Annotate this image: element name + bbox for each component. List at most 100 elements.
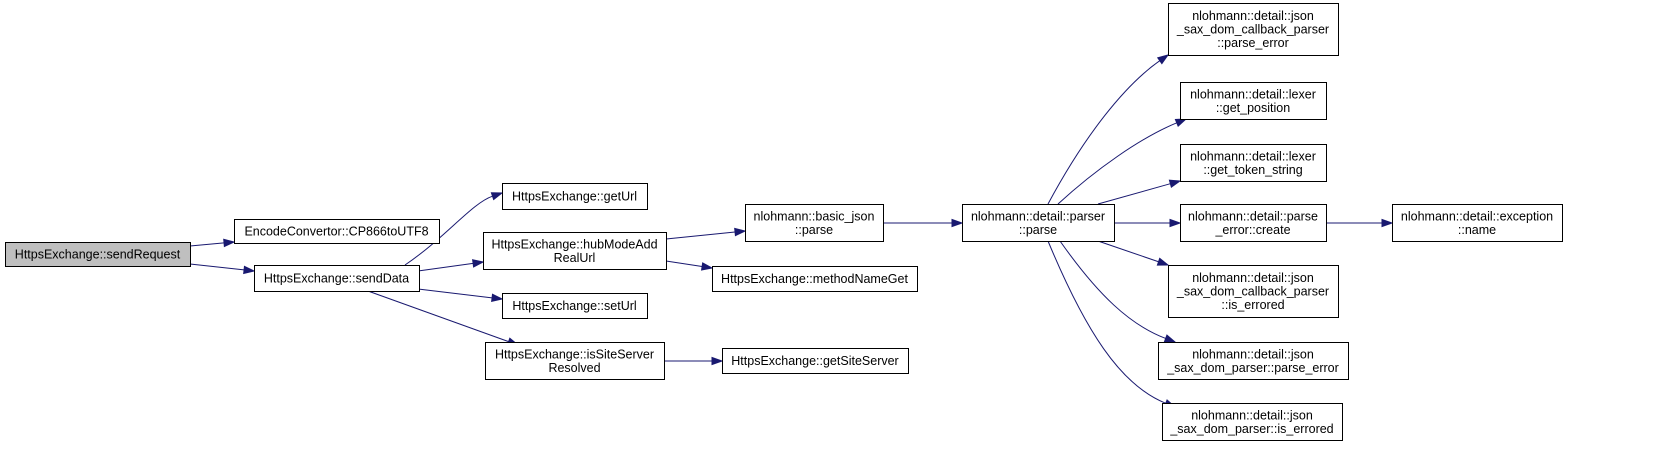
- node-getUrl[interactable]: HttpsExchange::getUrl: [502, 183, 648, 210]
- node-label-line: ::parse: [795, 223, 833, 237]
- node-label-line: nlohmann::detail::parser: [971, 209, 1105, 223]
- node-box[interactable]: [5, 242, 191, 267]
- node-sendData[interactable]: HttpsExchange::sendData: [254, 265, 420, 292]
- edge-pparse-to-domIsErr: [1047, 240, 1177, 408]
- edge-line: [367, 290, 509, 343]
- edge-line: [189, 263, 245, 271]
- edge-line: [1097, 183, 1171, 205]
- edge-arrowhead: [490, 192, 504, 201]
- node-domParseErr[interactable]: nlohmann::detail::json_sax_dom_parser::p…: [1158, 342, 1349, 380]
- node-label-line: HttpsExchange::getUrl: [512, 190, 637, 204]
- edge-layer: [189, 54, 1394, 408]
- node-label-line: nlohmann::basic_json: [754, 209, 875, 223]
- edge-arrowhead: [951, 218, 964, 228]
- node-pparse[interactable]: nlohmann::detail::parser::parse: [962, 204, 1115, 242]
- edge-arrowhead: [223, 238, 236, 248]
- node-label-line: nlohmann::detail::exception: [1401, 209, 1553, 223]
- node-label-line: ::is_errored: [1221, 298, 1284, 312]
- node-getPos[interactable]: nlohmann::detail::lexer::get_position: [1180, 82, 1327, 120]
- node-label-line: _sax_dom_parser::is_errored: [1169, 422, 1333, 436]
- node-label-line: ::name: [1458, 223, 1496, 237]
- node-box[interactable]: [962, 204, 1115, 242]
- node-label-line: nlohmann::detail::lexer: [1190, 87, 1316, 101]
- node-label-line: HttpsExchange::sendRequest: [15, 248, 181, 262]
- edge-line: [1057, 122, 1177, 205]
- edge-line: [665, 231, 736, 240]
- node-label-line: HttpsExchange::getSiteServer: [731, 354, 898, 368]
- node-box[interactable]: [483, 232, 667, 270]
- node-box[interactable]: [485, 342, 665, 380]
- node-getTok[interactable]: nlohmann::detail::lexer::get_token_strin…: [1180, 144, 1327, 182]
- edge-arrowhead: [472, 259, 485, 268]
- node-box[interactable]: [745, 204, 884, 242]
- node-box[interactable]: [1180, 144, 1327, 182]
- node-box[interactable]: [1168, 265, 1339, 318]
- node-label-line: ::get_token_string: [1203, 163, 1302, 177]
- node-label-line: HttpsExchange::setUrl: [512, 299, 636, 313]
- node-box[interactable]: [254, 265, 420, 292]
- edge-arrowhead: [1156, 257, 1170, 266]
- edge-pparse-to-domParseErr: [1059, 240, 1177, 343]
- node-label-line: ::get_position: [1216, 101, 1290, 115]
- node-label-line: HttpsExchange::hubModeAdd: [491, 237, 657, 251]
- node-cp866[interactable]: EncodeConvertor::CP866toUTF8: [234, 219, 440, 244]
- node-label-line: EncodeConvertor::CP866toUTF8: [244, 225, 428, 239]
- node-layer: HttpsExchange::sendRequest EncodeConverto…: [5, 3, 1563, 441]
- edge-line: [665, 260, 703, 267]
- node-methodName[interactable]: HttpsExchange::methodNameGet: [712, 266, 918, 292]
- edge-line: [417, 262, 474, 272]
- edge-arrowhead: [1168, 179, 1182, 188]
- node-peCreate[interactable]: nlohmann::detail::parse_error::create: [1180, 204, 1327, 242]
- node-label-line: nlohmann::detail::json: [1192, 271, 1314, 285]
- node-cbParseErr[interactable]: nlohmann::detail::json_sax_dom_callback_…: [1168, 3, 1339, 56]
- edge-line: [189, 242, 225, 247]
- edge-pparse-to-cbParseErr: [1047, 54, 1170, 205]
- edge-arrowhead: [491, 293, 504, 303]
- edge-line: [1097, 240, 1159, 263]
- node-label-line: nlohmann::detail::json: [1191, 408, 1313, 422]
- node-setUrl[interactable]: HttpsExchange::setUrl: [502, 293, 648, 319]
- node-box[interactable]: [502, 183, 648, 210]
- edge-pparse-to-getPos: [1057, 118, 1188, 205]
- edge-arrowhead: [1156, 54, 1170, 65]
- node-cbIsErr[interactable]: nlohmann::detail::json_sax_dom_callback_…: [1168, 265, 1339, 318]
- edge-arrowhead: [1174, 118, 1188, 127]
- node-sendRequest[interactable]: HttpsExchange::sendRequest: [5, 242, 191, 267]
- edge-arrowhead: [711, 356, 724, 366]
- node-box[interactable]: [722, 348, 909, 374]
- node-label-line: ::parse: [1019, 223, 1057, 237]
- node-getSite[interactable]: HttpsExchange::getSiteServer: [722, 348, 909, 374]
- node-label-line: _error::create: [1214, 223, 1290, 237]
- node-domIsErr[interactable]: nlohmann::detail::json_sax_dom_parser::i…: [1162, 403, 1343, 441]
- node-box[interactable]: [1180, 204, 1327, 242]
- edge-line: [417, 288, 493, 299]
- node-box[interactable]: [1180, 82, 1327, 120]
- node-label-line: _sax_dom_callback_parser: [1176, 285, 1329, 299]
- edge-hubMode-to-methodName: [665, 260, 714, 271]
- edge-isSite-to-getSite: [664, 356, 724, 366]
- node-label-line: HttpsExchange::methodNameGet: [721, 272, 908, 286]
- node-exName[interactable]: nlohmann::detail::exception::name: [1392, 204, 1563, 242]
- edge-arrowhead: [734, 227, 747, 237]
- edge-line: [1047, 240, 1166, 404]
- node-box[interactable]: [712, 266, 918, 292]
- node-label-line: HttpsExchange::isSiteServer: [495, 347, 654, 361]
- edge-arrowhead: [700, 262, 714, 271]
- edge-line: [1059, 240, 1166, 339]
- node-bjparse[interactable]: nlohmann::basic_json::parse: [745, 204, 884, 242]
- node-box[interactable]: [234, 219, 440, 244]
- node-box[interactable]: [1168, 3, 1339, 56]
- edge-sendData-to-setUrl: [417, 288, 504, 303]
- node-box[interactable]: [1158, 342, 1349, 380]
- node-box[interactable]: [1162, 403, 1343, 441]
- edge-sendData-to-hubMode: [417, 259, 485, 272]
- node-label-line: nlohmann::detail::json: [1192, 347, 1314, 361]
- node-box[interactable]: [1392, 204, 1563, 242]
- node-box[interactable]: [502, 293, 648, 319]
- edge-bjparse-to-pparse: [883, 218, 964, 228]
- edge-sendData-to-getUrl: [404, 192, 504, 266]
- edge-pparse-to-getTok: [1097, 179, 1182, 205]
